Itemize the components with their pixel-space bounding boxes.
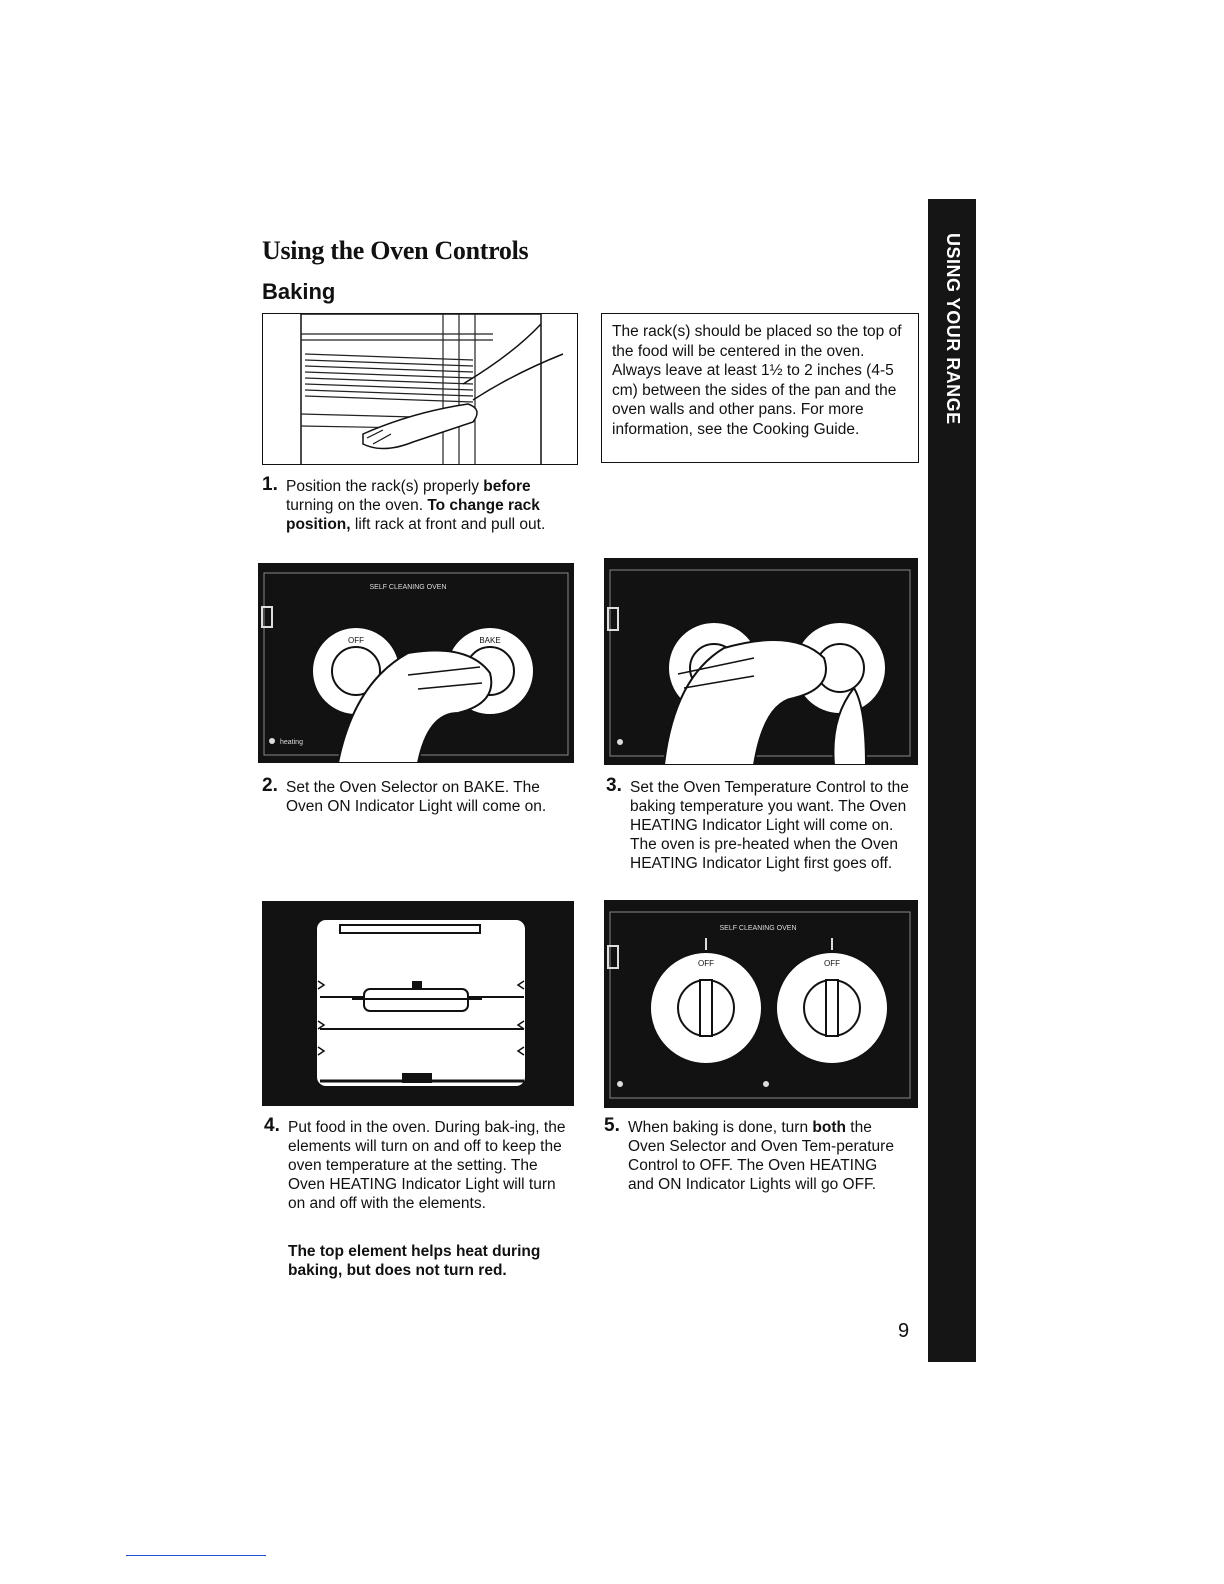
oven-interior-illustration bbox=[262, 901, 574, 1106]
step-3: 3. Set the Oven Temperature Control to t… bbox=[606, 775, 916, 873]
step-4-number: 4. bbox=[264, 1115, 280, 1136]
step-5-part2: the Oven Selector and Oven Tem-perature … bbox=[628, 1119, 894, 1193]
controls-off-drawing: SELF CLEANING OVEN OFF OFF bbox=[607, 911, 911, 1099]
step-1-bold2: To change rack position, bbox=[286, 497, 540, 533]
temperature-panel-drawing bbox=[607, 569, 911, 765]
step-5-bold1: both bbox=[812, 1119, 846, 1136]
step-5-part1: When baking is done, turn bbox=[628, 1119, 813, 1136]
selector-panel-drawing: SELF CLEANING OVEN BAKE OFF heating bbox=[261, 572, 569, 763]
panel-header-label: SELF CLEANING OVEN bbox=[369, 584, 446, 591]
step-4: 4. Put food in the oven. During bak-ing,… bbox=[264, 1115, 568, 1213]
step-1-bold1: before bbox=[483, 478, 531, 495]
page-number: 9 bbox=[898, 1320, 910, 1342]
section-subtitle: Baking bbox=[262, 279, 336, 304]
oven-interior-drawing bbox=[315, 918, 527, 1088]
top-element-note: The top element helps heat during baking… bbox=[288, 1243, 541, 1279]
off-label-right: OFF bbox=[824, 959, 840, 968]
rack-placement-text: The rack(s) should be placed so the top … bbox=[612, 323, 902, 438]
heating-label: heating bbox=[280, 739, 303, 746]
step-2: 2. Set the Oven Selector on BAKE. The Ov… bbox=[262, 775, 562, 816]
footer-rule bbox=[126, 1555, 266, 1556]
step-2-text: Set the Oven Selector on BAKE. The Oven … bbox=[286, 779, 547, 815]
oven-selector-illustration: SELF CLEANING OVEN BAKE OFF heating bbox=[258, 563, 574, 763]
step-2-number: 2. bbox=[262, 775, 278, 796]
side-tab: USING YOUR RANGE bbox=[928, 199, 976, 1362]
rack-drawing bbox=[300, 314, 564, 464]
side-tab-label: USING YOUR RANGE bbox=[943, 233, 963, 425]
bake-label: BAKE bbox=[479, 636, 500, 645]
rack-illustration bbox=[262, 313, 578, 465]
step-3-number: 3. bbox=[606, 775, 622, 796]
panel-header-label-2: SELF CLEANING OVEN bbox=[719, 925, 796, 932]
step-1: 1. Position the rack(s) properly before … bbox=[262, 474, 582, 534]
controls-off-illustration: SELF CLEANING OVEN OFF OFF bbox=[604, 900, 918, 1108]
step-5-text: When baking is done, turn both the Oven … bbox=[628, 1118, 904, 1194]
step-1-number: 1. bbox=[262, 474, 278, 495]
step-1-part3: lift rack at front and pull out. bbox=[350, 516, 546, 533]
step-1-part2: turning on the oven. bbox=[286, 497, 428, 514]
oven-temperature-illustration bbox=[604, 558, 918, 765]
rack-placement-note: The rack(s) should be placed so the top … bbox=[601, 313, 919, 463]
off-label: OFF bbox=[348, 636, 364, 645]
step-1-text: Position the rack(s) properly before tur… bbox=[286, 477, 582, 534]
step-5-number: 5. bbox=[604, 1115, 620, 1136]
step-3-text: Set the Oven Temperature Control to the … bbox=[630, 779, 909, 872]
off-label-left: OFF bbox=[698, 959, 714, 968]
page-title: Using the Oven Controls bbox=[262, 236, 529, 265]
step-5: 5. When baking is done, turn both the Ov… bbox=[604, 1115, 904, 1194]
step-4-text: Put food in the oven. During bak-ing, th… bbox=[288, 1119, 566, 1212]
step-1-part1: Position the rack(s) properly bbox=[286, 478, 484, 495]
